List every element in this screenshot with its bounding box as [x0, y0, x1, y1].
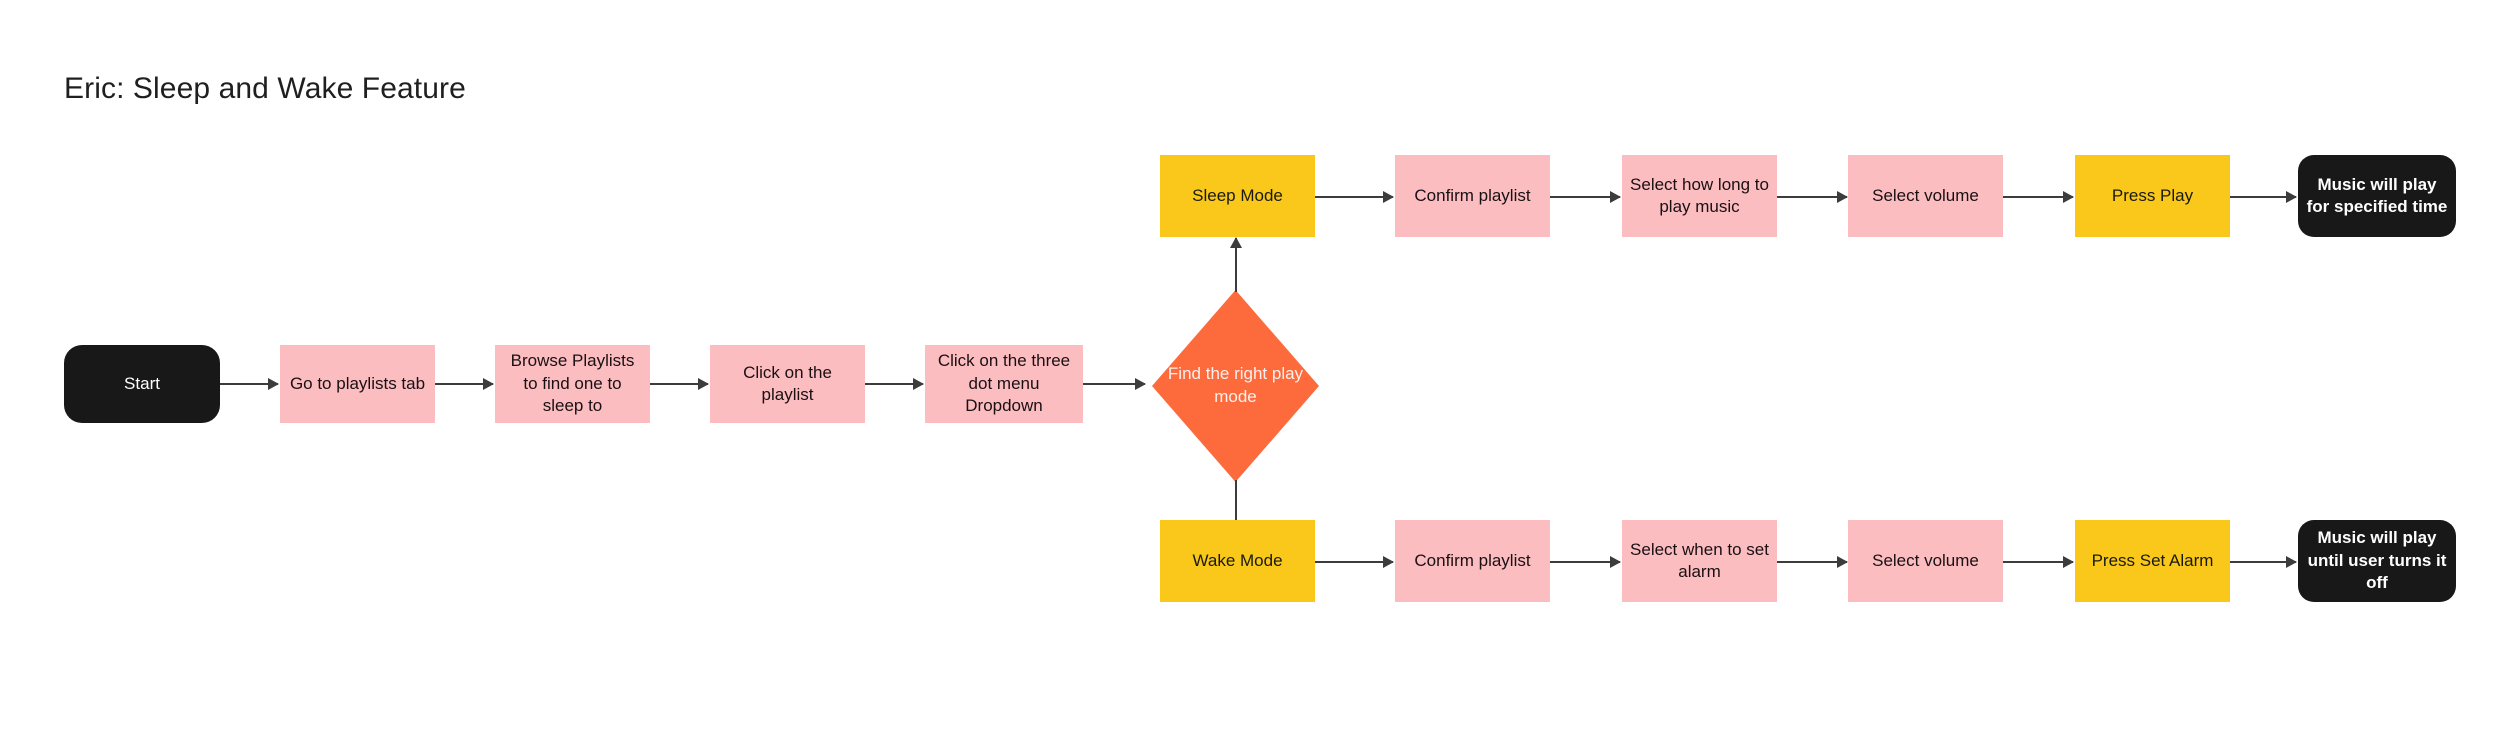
arrowhead-icon [1610, 191, 1621, 203]
node-press-set-alarm[interactable]: Press Set Alarm [2075, 520, 2230, 602]
node-sleep-select-volume[interactable]: Select volume [1848, 155, 2003, 237]
connector-decision-to-sleep-mode [1230, 237, 1242, 292]
arrowhead-icon [1135, 378, 1146, 390]
connector-sleep-duration-to-volume [1777, 191, 1848, 203]
node-select-how-long[interactable]: Select how long to play music [1622, 155, 1777, 237]
connector-step3-to-step4 [865, 378, 924, 390]
arrowhead-icon [483, 378, 494, 390]
node-wake-select-volume[interactable]: Select volume [1848, 520, 2003, 602]
connector-sleep-volume-to-press-play [2003, 191, 2074, 203]
arrowhead-icon [1230, 237, 1242, 248]
connector-set-alarm-to-outcome [2230, 556, 2297, 568]
connector-wake-mode-to-confirm [1315, 556, 1394, 568]
arrowhead-icon [1383, 556, 1394, 568]
connector-wake-volume-to-set-alarm [2003, 556, 2074, 568]
arrowhead-icon [268, 378, 279, 390]
arrowhead-icon [2063, 556, 2074, 568]
node-browse-playlists[interactable]: Browse Playlists to find one to sleep to [495, 345, 650, 423]
node-label: Press Set Alarm [2091, 550, 2214, 570]
node-click-three-dot-menu[interactable]: Click on the three dot menu Dropdown [925, 345, 1083, 423]
connector-sleep-mode-to-confirm [1315, 191, 1394, 203]
node-label: Click on the three dot menu Dropdown [937, 351, 1071, 416]
node-go-to-playlists-tab[interactable]: Go to playlists tab [280, 345, 435, 423]
connector-step4-to-decision [1083, 378, 1146, 390]
arrowhead-icon [2286, 556, 2297, 568]
arrowhead-icon [2286, 191, 2297, 203]
node-wake-confirm-playlist[interactable]: Confirm playlist [1395, 520, 1550, 602]
node-click-on-playlist[interactable]: Click on the playlist [710, 345, 865, 423]
node-start-label: Start [124, 373, 160, 393]
node-label: Sleep Mode [1192, 185, 1283, 205]
node-label: Find the right play mode [1167, 364, 1304, 406]
page-title: Eric: Sleep and Wake Feature [64, 72, 466, 105]
connector-press-play-to-outcome [2230, 191, 2297, 203]
node-select-when-set-alarm[interactable]: Select when to set alarm [1622, 520, 1777, 602]
node-label: Select volume [1872, 185, 1979, 205]
node-label: Browse Playlists to find one to sleep to [510, 351, 635, 416]
node-wake-mode[interactable]: Wake Mode [1160, 520, 1315, 602]
node-sleep-outcome[interactable]: Music will play for specified time [2298, 155, 2456, 237]
node-label: Select when to set alarm [1630, 539, 1769, 581]
node-press-play[interactable]: Press Play [2075, 155, 2230, 237]
node-wake-outcome[interactable]: Music will play until user turns it off [2298, 520, 2456, 602]
arrowhead-icon [913, 378, 924, 390]
node-label: Music will play until user turns it off [2307, 528, 2447, 593]
arrowhead-icon [1837, 556, 1848, 568]
connector-sleep-confirm-to-duration [1550, 191, 1621, 203]
arrowhead-icon [1837, 191, 1848, 203]
connector-start-to-step1 [220, 378, 279, 390]
arrowhead-icon [1610, 556, 1621, 568]
node-start[interactable]: Start [64, 345, 220, 423]
node-sleep-confirm-playlist[interactable]: Confirm playlist [1395, 155, 1550, 237]
node-label: Press Play [2111, 185, 2194, 205]
node-label: Wake Mode [1192, 550, 1283, 570]
node-label: Go to playlists tab [289, 373, 426, 393]
node-label: Music will play for specified time [2306, 174, 2448, 216]
connector-step1-to-step2 [435, 378, 494, 390]
connector-wake-alarm-time-to-volume [1777, 556, 1848, 568]
node-label: Select volume [1872, 550, 1979, 570]
arrowhead-icon [1383, 191, 1394, 203]
node-sleep-mode[interactable]: Sleep Mode [1160, 155, 1315, 237]
node-label: Confirm playlist [1414, 185, 1531, 205]
node-label: Select how long to play music [1630, 174, 1769, 216]
arrowhead-icon [698, 378, 709, 390]
connector-wake-confirm-to-alarm-time [1550, 556, 1621, 568]
connector-step2-to-step3 [650, 378, 709, 390]
node-label: Click on the playlist [743, 362, 832, 404]
arrowhead-icon [2063, 191, 2074, 203]
node-label: Confirm playlist [1414, 550, 1531, 570]
node-decision-find-play-mode[interactable]: Find the right play mode [1152, 290, 1319, 482]
